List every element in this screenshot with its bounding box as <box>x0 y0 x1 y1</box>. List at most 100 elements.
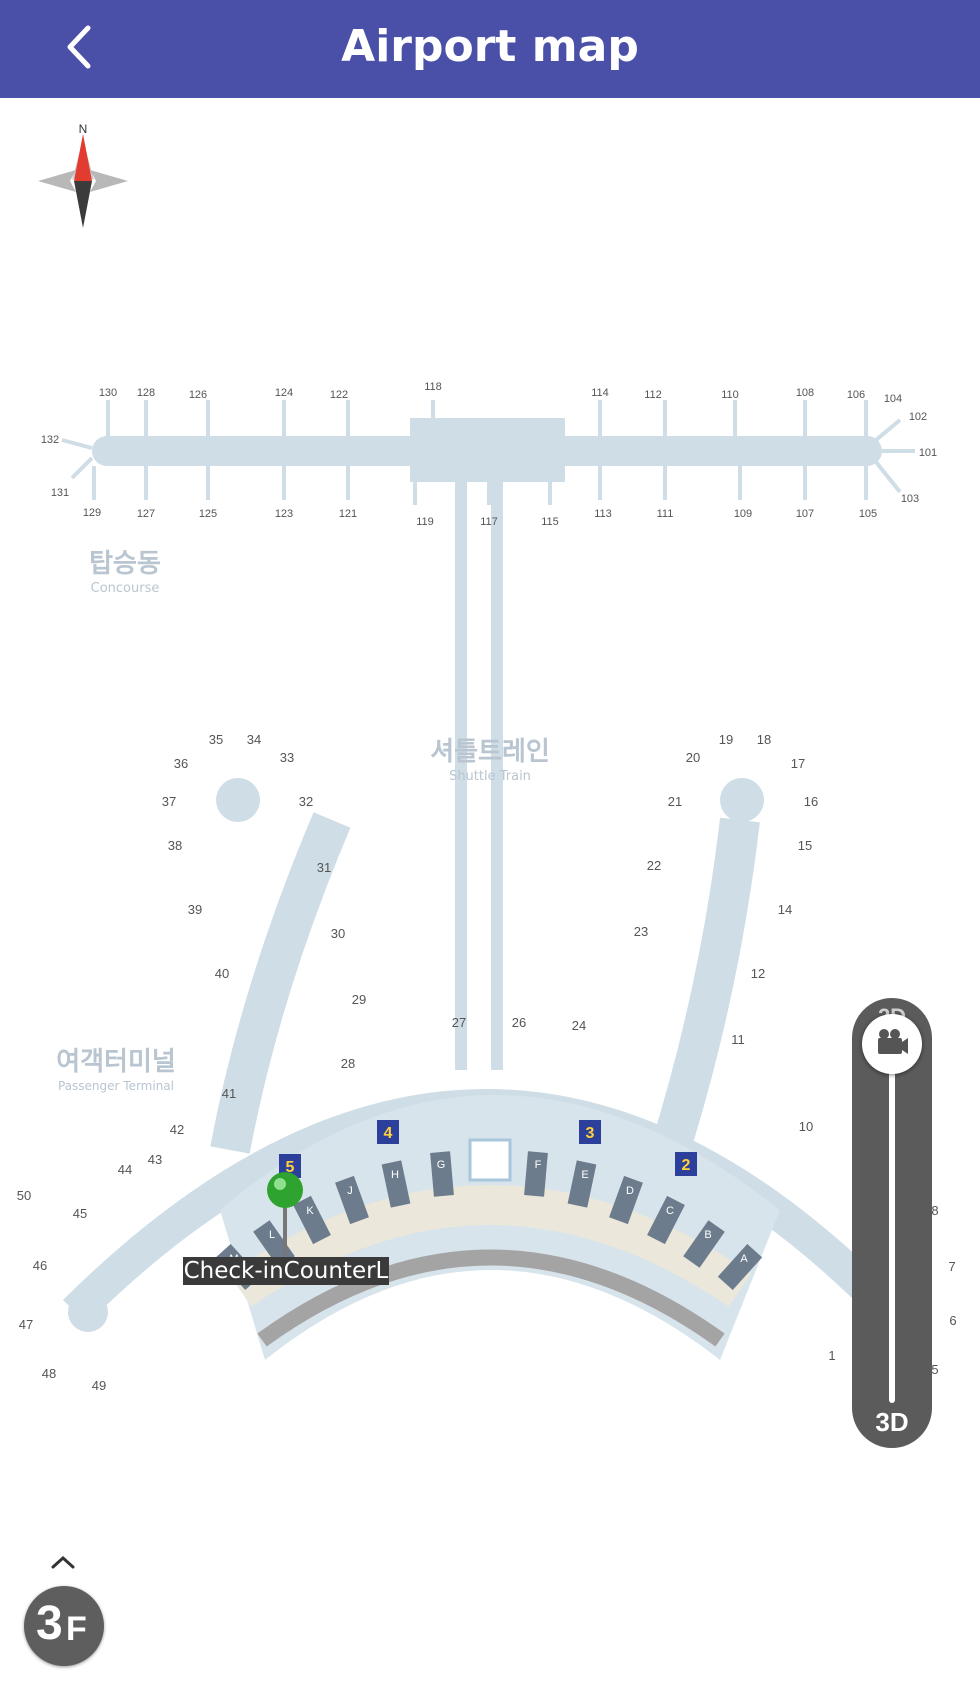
svg-text:22: 22 <box>647 858 661 873</box>
slider-track[interactable] <box>889 1038 895 1403</box>
svg-text:34: 34 <box>247 732 261 747</box>
camera-icon <box>878 1029 908 1054</box>
svg-text:3: 3 <box>586 1125 595 1142</box>
gate-label: 125 <box>199 508 217 520</box>
terminal-label-ko: 여객터미널 <box>56 1047 176 1077</box>
compass-icon: N <box>38 122 128 228</box>
gate-label: 115 <box>541 516 559 528</box>
floor-selector-button[interactable]: 3 F <box>24 1586 104 1666</box>
svg-text:4: 4 <box>384 1125 393 1142</box>
svg-text:1: 1 <box>828 1348 835 1363</box>
svg-text:50: 50 <box>17 1188 31 1203</box>
concourse-building <box>61 400 915 1070</box>
svg-text:41: 41 <box>222 1086 236 1101</box>
gate-label: 126 <box>189 389 207 401</box>
svg-text:A: A <box>740 1253 748 1265</box>
svg-text:40: 40 <box>215 966 229 981</box>
terminal-label-en: Passenger Terminal <box>58 1079 174 1093</box>
svg-text:18: 18 <box>757 732 771 747</box>
floor-up-button[interactable] <box>48 1552 78 1574</box>
gate-markers: 2 3 4 5 <box>279 1120 697 1178</box>
svg-text:14: 14 <box>778 902 792 917</box>
svg-text:5: 5 <box>931 1362 938 1377</box>
gate-label: 105 <box>859 508 877 520</box>
svg-text:39: 39 <box>188 902 202 917</box>
svg-text:2: 2 <box>682 1157 691 1174</box>
gate-label: 104 <box>884 393 902 405</box>
svg-text:23: 23 <box>634 924 648 939</box>
passenger-terminal <box>63 778 908 1360</box>
gate-label: 124 <box>275 387 293 399</box>
gate-label: 101 <box>919 447 937 459</box>
svg-text:L: L <box>269 1229 275 1241</box>
gate-label: 119 <box>416 516 434 528</box>
svg-text:37: 37 <box>162 794 176 809</box>
gate-label: 128 <box>137 387 155 399</box>
gate-label: 118 <box>424 381 442 393</box>
svg-text:49: 49 <box>92 1378 106 1393</box>
gate-label: 113 <box>594 508 612 520</box>
gate-label: 121 <box>339 508 357 520</box>
concourse-gate-labels: 130 128 126 124 122 118 114 112 110 108 … <box>41 381 937 528</box>
back-button[interactable] <box>56 22 104 72</box>
svg-text:6: 6 <box>949 1313 956 1328</box>
svg-text:10: 10 <box>799 1119 813 1134</box>
svg-text:42: 42 <box>170 1122 184 1137</box>
svg-text:K: K <box>306 1205 314 1217</box>
svg-text:44: 44 <box>118 1162 132 1177</box>
svg-text:11: 11 <box>731 1032 745 1047</box>
svg-text:F: F <box>535 1159 542 1171</box>
floor-suffix: F <box>66 1610 87 1648</box>
svg-text:20: 20 <box>686 750 700 765</box>
svg-text:31: 31 <box>317 860 331 875</box>
gate-label: 117 <box>480 516 498 528</box>
shuttle-label-ko: 셔틀트레인 <box>430 737 550 767</box>
gate-label: 107 <box>796 508 814 520</box>
svg-text:8: 8 <box>931 1203 938 1218</box>
gate-label: 114 <box>591 387 609 399</box>
floor-number: 3 <box>36 1597 63 1650</box>
svg-text:D: D <box>626 1185 634 1197</box>
pin-label: Check-inCounterL <box>183 1257 389 1285</box>
svg-text:43: 43 <box>148 1152 162 1167</box>
shuttle-label-en: Shuttle Train <box>449 769 531 784</box>
svg-text:38: 38 <box>168 838 182 853</box>
gate-label: 127 <box>137 508 155 520</box>
svg-text:17: 17 <box>791 756 805 771</box>
svg-text:24: 24 <box>572 1018 586 1033</box>
location-pin[interactable] <box>267 1172 303 1255</box>
airport-map[interactable]: N <box>0 98 980 1689</box>
svg-text:E: E <box>581 1169 588 1181</box>
svg-text:G: G <box>437 1159 446 1171</box>
svg-text:45: 45 <box>73 1206 87 1221</box>
svg-text:48: 48 <box>42 1366 56 1381</box>
svg-text:H: H <box>391 1169 399 1181</box>
gate-label: 106 <box>847 389 865 401</box>
svg-text:19: 19 <box>719 732 733 747</box>
svg-text:12: 12 <box>751 966 765 981</box>
svg-text:J: J <box>347 1185 353 1197</box>
svg-text:36: 36 <box>174 756 188 771</box>
svg-text:29: 29 <box>352 992 366 1007</box>
concourse-label-en: Concourse <box>91 581 160 596</box>
svg-text:32: 32 <box>299 794 313 809</box>
slider-3d-label: 3D <box>875 1407 909 1437</box>
svg-text:46: 46 <box>33 1258 47 1273</box>
gate-label: 131 <box>51 487 69 499</box>
svg-text:16: 16 <box>804 794 818 809</box>
svg-text:27: 27 <box>452 1015 466 1030</box>
svg-text:7: 7 <box>948 1259 955 1274</box>
terminal-gate-labels: 1 2 3 5 6 7 8 9 10 11 12 14 15 16 17 18 … <box>17 732 957 1395</box>
gate-label: 129 <box>83 507 101 519</box>
concourse-label-ko: 탑승동 <box>89 549 161 579</box>
view-mode-slider[interactable]: 2D 3D <box>852 998 932 1448</box>
svg-text:21: 21 <box>668 794 682 809</box>
app-header: Airport map <box>0 0 980 98</box>
svg-text:28: 28 <box>341 1056 355 1071</box>
slider-handle[interactable] <box>862 1014 922 1074</box>
gate-label: 108 <box>796 387 814 399</box>
gate-label: 122 <box>330 389 348 401</box>
gate-label: 103 <box>901 493 919 505</box>
svg-text:33: 33 <box>280 750 294 765</box>
svg-text:26: 26 <box>512 1015 526 1030</box>
